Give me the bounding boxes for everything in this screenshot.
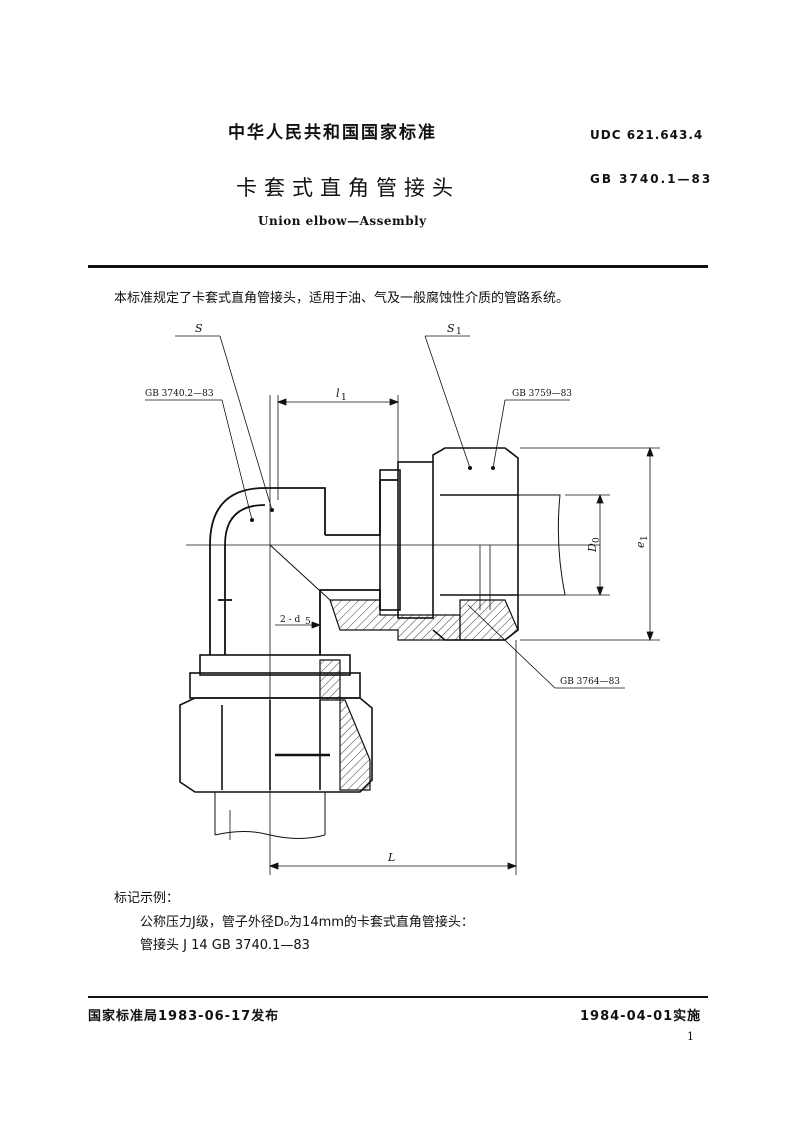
drawing-labels: S S 1 GB 3740.2—83 GB 3759—83 GB 3764—83…	[145, 322, 650, 864]
example-heading: 标记示例：	[114, 891, 180, 906]
label-s1: S	[447, 322, 455, 335]
intro-paragraph: 本标准规定了卡套式直角管接头，适用于油、气及一般腐蚀性介质的管路系统。	[114, 291, 570, 306]
ref-sleeve-standard: GB 3764—83	[560, 677, 620, 687]
label-d0: D	[586, 543, 599, 553]
label-L: L	[387, 851, 395, 864]
label-d5: 2 - d	[280, 615, 300, 625]
english-subtitle: Union elbow—Assembly	[258, 214, 427, 228]
label-l1-sub: 1	[341, 393, 347, 403]
label-l1: l	[336, 387, 340, 400]
ref-body-standard: GB 3740.2—83	[145, 389, 214, 399]
section-diagonal	[269, 544, 331, 601]
example-description: 公称压力J级，管子外径D₀为14mm的卡套式直角管接头：	[140, 915, 474, 930]
label-s: S	[195, 322, 203, 335]
leader-lines	[145, 335, 625, 689]
label-d5-sub: 5	[305, 617, 311, 627]
label-d0-sub: 0	[592, 537, 602, 543]
example-designation: 管接头 J 14 GB 3740.1—83	[140, 938, 310, 953]
section-hatch	[319, 599, 519, 791]
dimension-lines	[268, 395, 660, 875]
udc-code: UDC 621.643.4	[590, 128, 704, 142]
header-rule	[88, 265, 708, 268]
ref-nut-standard: GB 3759—83	[512, 389, 572, 399]
vertical-nut	[179, 654, 373, 793]
organization-heading: 中华人民共和国国家标准	[228, 123, 437, 143]
document-title: 卡套式直角管接头	[236, 176, 460, 200]
issue-date: 国家标准局1983-06-17发布	[88, 1009, 280, 1024]
footer-rule	[88, 996, 708, 998]
label-e1: e	[634, 541, 647, 548]
label-e1-sub: 1	[640, 535, 650, 541]
elbow-body	[209, 479, 398, 655]
label-s1-sub: 1	[456, 327, 462, 337]
leader-dots	[250, 466, 495, 522]
standard-number: GB 3740.1—83	[590, 172, 713, 186]
pipe-stubs	[214, 494, 566, 839]
page-number: 1	[687, 1030, 694, 1043]
effective-date: 1984-04-01实施	[580, 1009, 702, 1024]
